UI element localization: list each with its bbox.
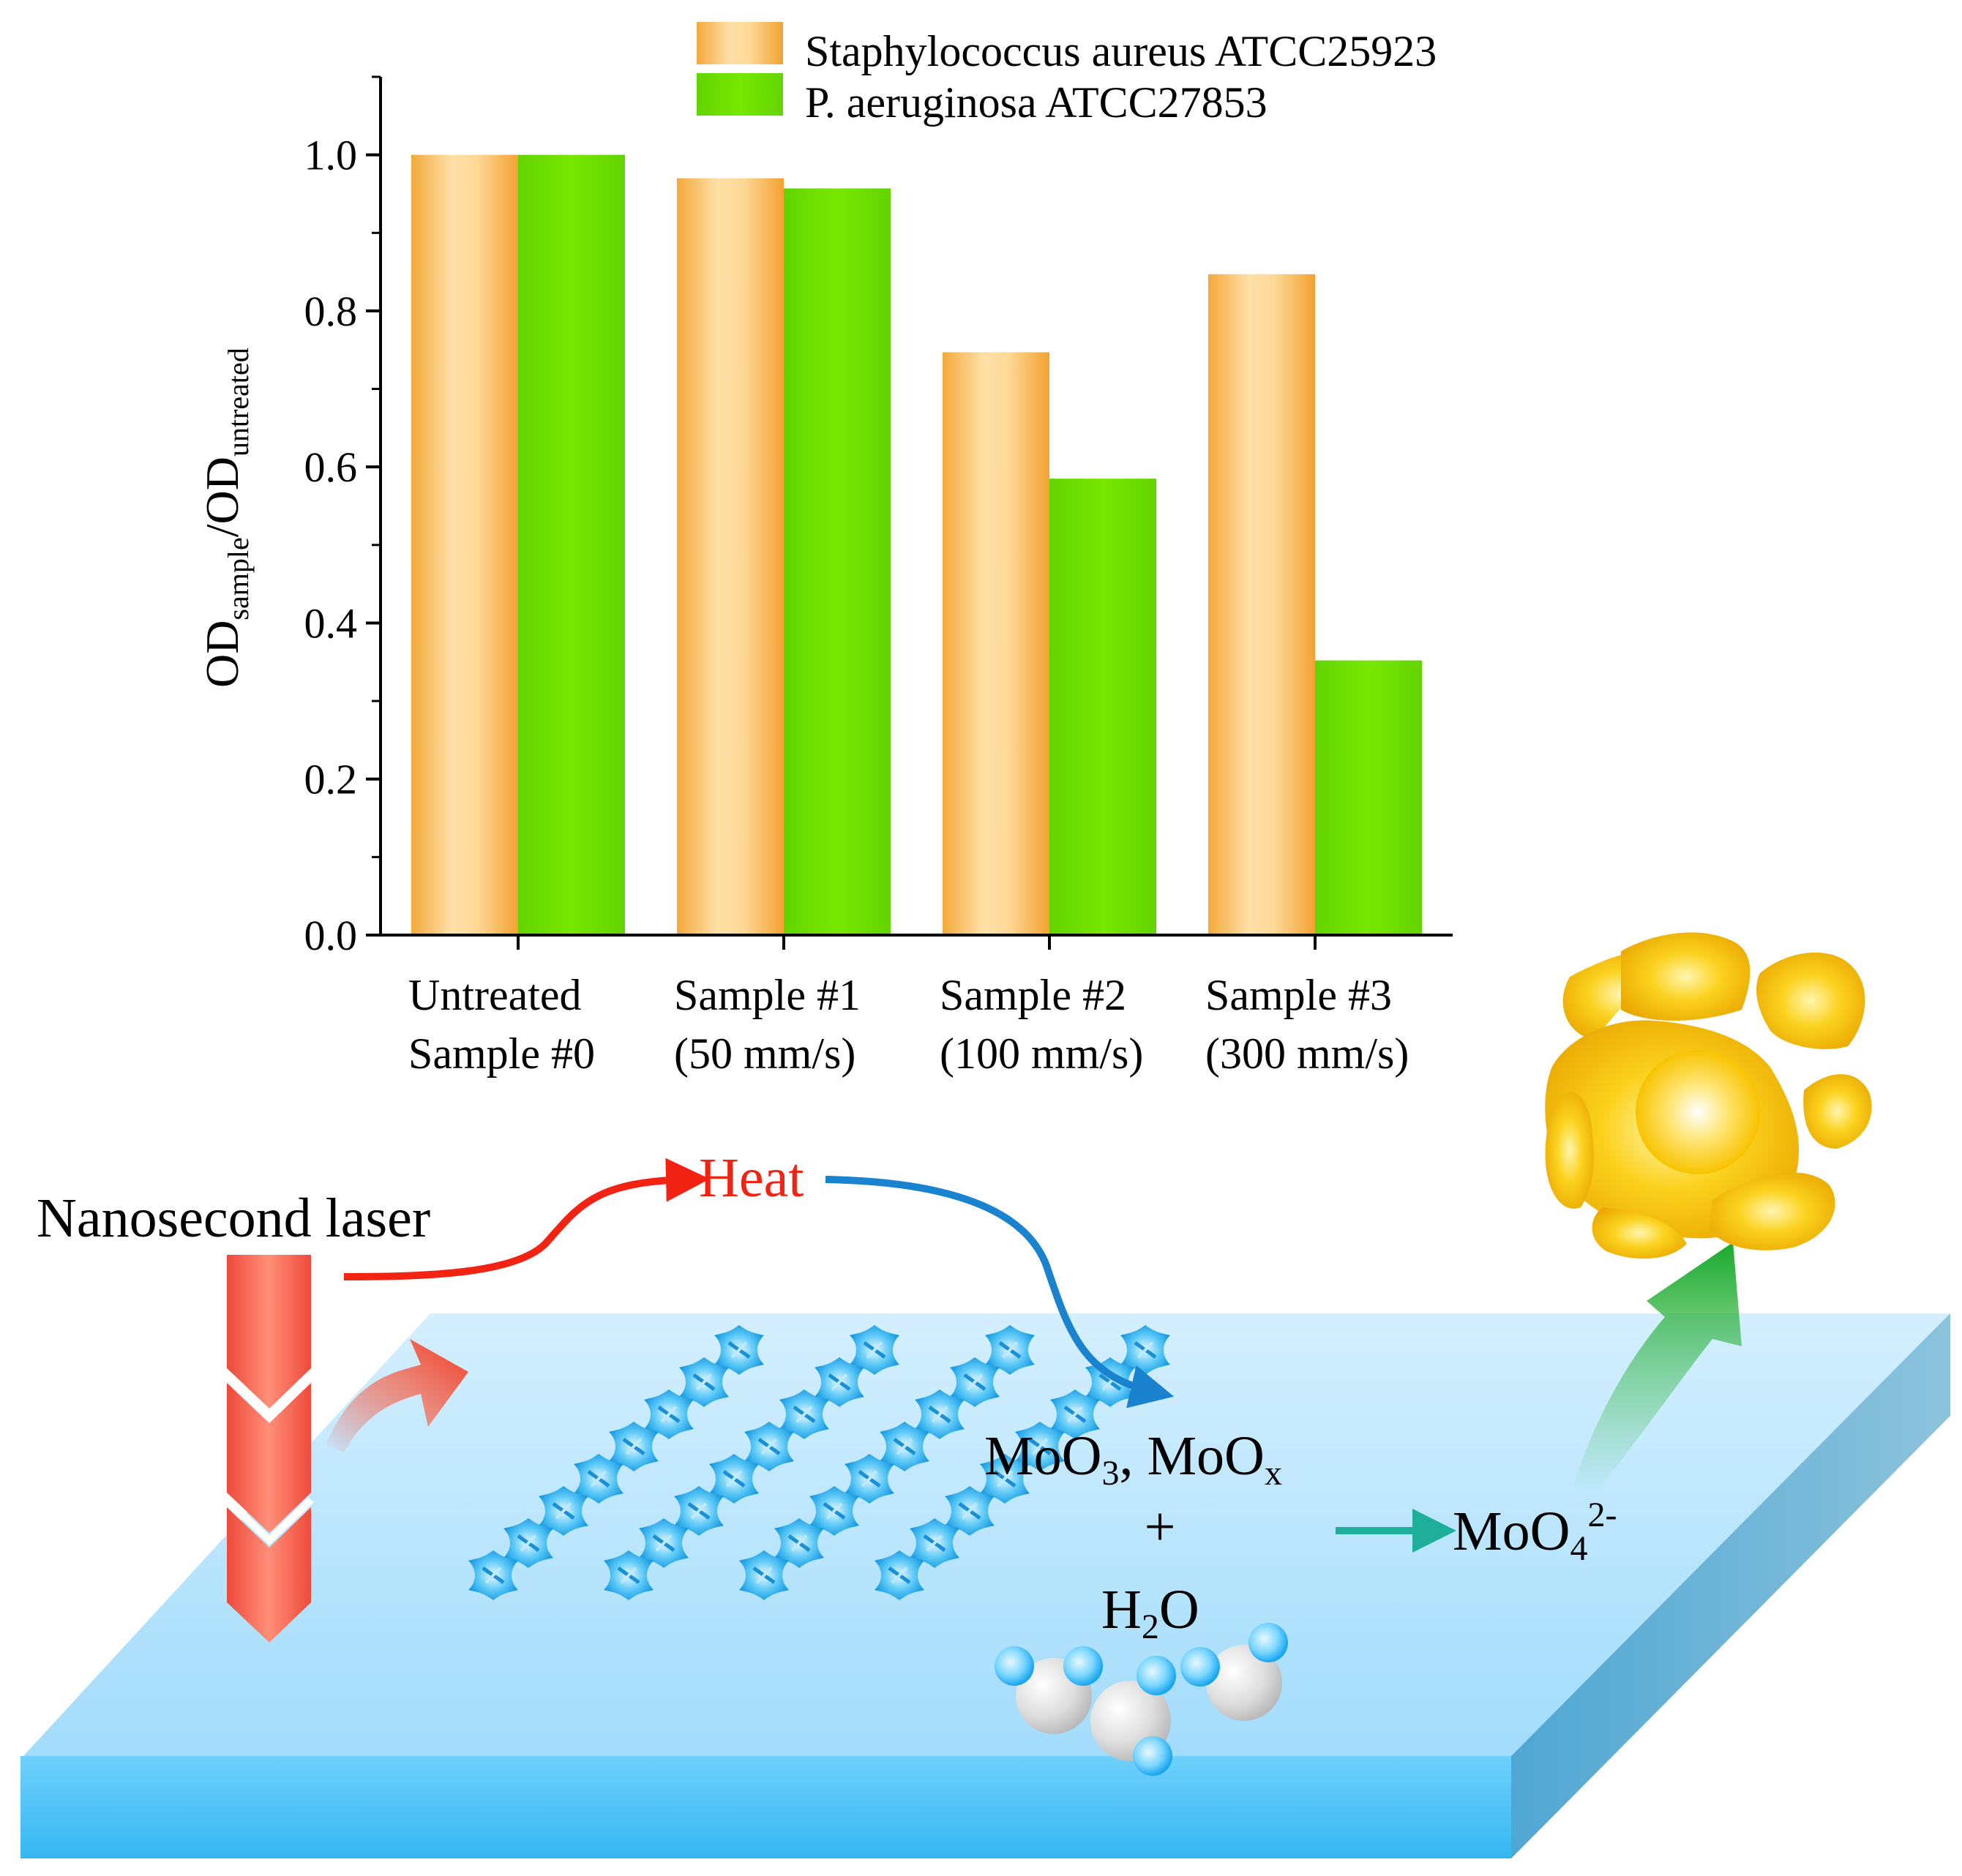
- hydrogen-atom: [1248, 1623, 1288, 1662]
- bacterium-cell: [1545, 932, 1872, 1259]
- y-tick-label: 0.2: [304, 756, 358, 803]
- hydrogen-atom: [1063, 1646, 1103, 1686]
- y-ticks: 0.0 0.2 0.4 0.6 0.8 1.0: [304, 75, 381, 959]
- laser-beam: [224, 1255, 314, 1643]
- bar-s-aureus: [1208, 274, 1315, 935]
- laser-label: Nanosecond laser: [37, 1187, 430, 1249]
- water-label: H2O: [1101, 1579, 1199, 1646]
- plus-sign: +: [1145, 1496, 1176, 1558]
- substrate-front: [20, 1756, 1511, 1858]
- laser-chevron-3: [227, 1507, 311, 1643]
- laser-chevron-1: [227, 1255, 311, 1408]
- x-tick-label: Sample #2: [940, 971, 1126, 1019]
- hydrogen-atom: [1180, 1647, 1220, 1686]
- legend-swatch-s-aureus: [697, 22, 783, 64]
- mos2-lattice: [468, 1325, 1170, 1600]
- antibacterial-arrow: [1573, 1242, 1742, 1493]
- legend-swatch-p-aeruginosa: [697, 73, 783, 116]
- cell-fragment-bottom-right: [1709, 1172, 1835, 1250]
- bar-p-aeruginosa: [1049, 479, 1156, 935]
- hydrogen-atom: [1137, 1656, 1176, 1695]
- y-tick-label: 1.0: [304, 132, 358, 179]
- cell-fragment-top: [1621, 932, 1751, 1021]
- legend-label-p-aeruginosa: P. aeruginosa ATCC27853: [805, 78, 1268, 127]
- oxygen-atom: [1206, 1645, 1282, 1721]
- mechanism-diagram: Nanosecond laser Heat MoO3, MoOx + H2O M…: [20, 932, 1950, 1858]
- water-molecules: [995, 1623, 1288, 1776]
- y-tick-label: 0.6: [304, 443, 358, 491]
- cell-fragment-right: [1803, 1074, 1872, 1149]
- x-tick-label: (300 mm/s): [1205, 1029, 1409, 1078]
- bar-p-aeruginosa: [1315, 660, 1422, 935]
- oxide-label: MoO3, MoOx: [984, 1425, 1282, 1493]
- bars: [411, 154, 1422, 936]
- cell-fragment-bottom-left: [1592, 1207, 1687, 1259]
- heat-label: Heat: [699, 1147, 804, 1209]
- molybdate-label: MoO42-: [1453, 1496, 1617, 1568]
- oxidation-arrow: [825, 1176, 1175, 1408]
- bar-s-aureus: [943, 352, 1049, 935]
- substrate-side: [1511, 1313, 1950, 1858]
- x-tick-label: Sample #1: [674, 971, 861, 1019]
- legend: Staphylococcus aureus ATCC25923 P. aerug…: [697, 22, 1437, 127]
- legend-label-s-aureus: Staphylococcus aureus ATCC25923: [805, 27, 1437, 75]
- hydrogen-atom: [1133, 1736, 1172, 1776]
- laser-chevron-2: [227, 1383, 311, 1533]
- bar-p-aeruginosa: [518, 154, 625, 936]
- y-axis-label: ODsample/ODuntreated: [196, 348, 255, 688]
- y-tick-label: 0.8: [304, 288, 358, 335]
- heat-arrow: [343, 1158, 710, 1280]
- bar-p-aeruginosa: [784, 188, 891, 935]
- x-tick-label: (100 mm/s): [940, 1029, 1143, 1078]
- laser-chevron-gap-2: [224, 1497, 314, 1545]
- cell-fragment-left: [1545, 1092, 1594, 1209]
- y-axis: 0.0 0.2 0.4 0.6 0.8 1.0: [304, 75, 382, 959]
- cell-fragment-top-right: [1756, 952, 1865, 1049]
- laser-impact-arrow: [326, 1339, 468, 1452]
- laser-chevron-gap-1: [224, 1373, 314, 1421]
- y-tick-label: 0.4: [304, 599, 358, 647]
- substrate-top: [23, 1313, 1950, 1756]
- hydrogen-atom: [995, 1646, 1034, 1686]
- x-tick-label: (50 mm/s): [674, 1029, 855, 1078]
- bar-s-aureus: [411, 154, 518, 936]
- x-tick-label: Sample #3: [1205, 971, 1392, 1019]
- x-tick-label: Sample #0: [408, 1029, 595, 1078]
- x-tick-label: Untreated: [408, 971, 582, 1019]
- y-tick-label: 0.0: [304, 912, 358, 959]
- bar-s-aureus: [677, 178, 784, 935]
- cell-nucleus: [1636, 1050, 1760, 1174]
